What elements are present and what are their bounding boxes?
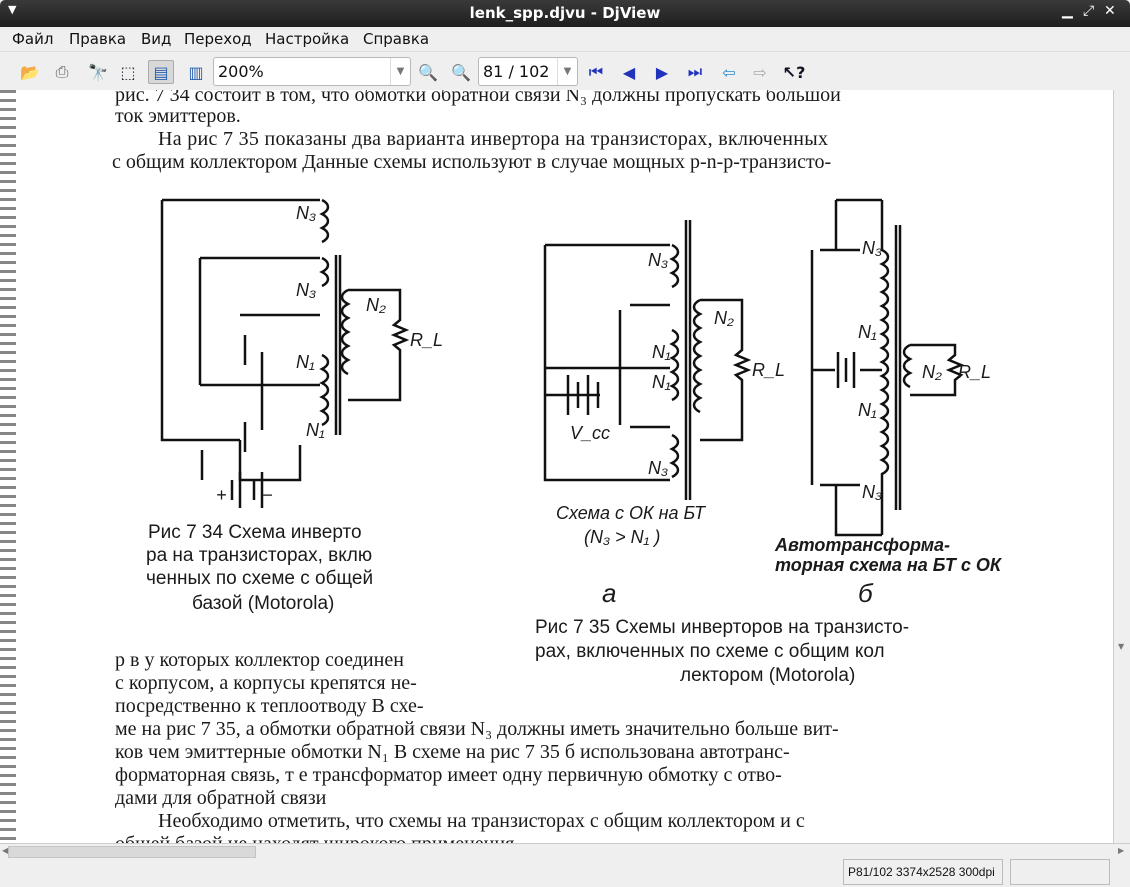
- label-n1: N₁: [306, 420, 325, 440]
- text-line: с корпусом, а корпусы крепятся не-: [115, 672, 417, 694]
- print-icon[interactable]: ⎙: [55, 62, 69, 81]
- page-info: P81/102 3374x2528 300dpi: [843, 859, 1003, 885]
- maximize-icon[interactable]: ⤢: [1083, 3, 1095, 19]
- open-icon[interactable]: 📂: [20, 62, 40, 82]
- scroll-down-icon[interactable]: ▼: [1118, 642, 1125, 651]
- caption-line: рах, включенных по схеме с общим кол: [535, 641, 885, 662]
- page-value: 81 / 102: [483, 62, 550, 81]
- menu-bar: Файл Правка Вид Переход Настройка Справк…: [0, 27, 1130, 52]
- text-line: ток эмиттеров.: [115, 105, 241, 127]
- label-n2: N₂: [366, 295, 386, 315]
- label-n1: N₁: [296, 352, 315, 372]
- menu-go[interactable]: Переход: [184, 30, 252, 48]
- status-bar: P81/102 3374x2528 300dpi: [0, 859, 1130, 887]
- whats-this-icon[interactable]: ↖?: [782, 62, 806, 82]
- text-line: ме на рис 7 35, а обмотки обратной связи…: [115, 718, 839, 740]
- label-rl: R_L: [410, 330, 444, 350]
- chevron-down-icon[interactable]: ▼: [390, 58, 410, 85]
- back-icon[interactable]: ⇦: [722, 62, 736, 82]
- fig-label: (N₃ > N₁ ): [584, 527, 661, 547]
- title-bar: ▼ lenk_spp.djvu - DjView ▁ ⤢ ✕: [0, 0, 1130, 27]
- caption-line: ченных по схеме с общей: [146, 568, 374, 589]
- toolbar: 📂 ⎙ 🔭 ⬚ ▤ ▥ 200% ▼ 🔍 🔍 81 / 102 ▼ ⏮ ◀ ▶ …: [0, 52, 1130, 90]
- scroll-right-icon[interactable]: ▶: [1118, 846, 1125, 855]
- window-menu-icon[interactable]: ▼: [8, 3, 17, 16]
- close-icon[interactable]: ✕: [1104, 3, 1116, 19]
- zoom-value: 200%: [218, 62, 264, 81]
- minimize-icon[interactable]: ▁: [1062, 3, 1073, 19]
- vertical-scrollbar[interactable]: ▼: [1113, 90, 1130, 843]
- zoom-in-icon[interactable]: 🔍: [418, 62, 438, 82]
- page-combo[interactable]: 81 / 102 ▼: [478, 57, 578, 86]
- text-line: форматорная связь, т е трансформатор име…: [115, 764, 782, 786]
- status-empty: [1010, 859, 1110, 885]
- menu-edit[interactable]: Правка: [69, 30, 127, 48]
- label-n3: N₃: [296, 203, 317, 223]
- window-title: lenk_spp.djvu - DjView: [469, 4, 661, 22]
- fig-label: б: [858, 578, 873, 608]
- zoom-out-icon[interactable]: 🔍: [451, 62, 471, 82]
- scroll-left-icon[interactable]: ◀: [2, 846, 9, 855]
- forward-icon[interactable]: ⇨: [753, 62, 767, 82]
- menu-view[interactable]: Вид: [141, 30, 172, 48]
- label-n3: N₃: [648, 250, 669, 270]
- label-rl: R_L: [958, 362, 992, 382]
- horizontal-scroll-thumb[interactable]: [8, 846, 256, 858]
- chevron-down-icon[interactable]: ▼: [557, 58, 577, 85]
- label-rl: R_L: [752, 360, 786, 380]
- label-n3: N₃: [862, 482, 883, 502]
- menu-file[interactable]: Файл: [12, 30, 54, 48]
- label-n3: N₃: [296, 280, 317, 300]
- fig-label: а: [602, 578, 617, 608]
- text-line: с общим коллектором Данные схемы использ…: [112, 151, 832, 173]
- caption-line: ра на транзисторах, вклю: [146, 545, 373, 566]
- horizontal-scrollbar[interactable]: ◀ ▶: [0, 843, 1130, 859]
- label-n3: N₃: [648, 458, 669, 478]
- fig-label: Схема с ОК на БТ: [556, 503, 705, 523]
- text-line: рис. 7 34 состоит в том, что обмотки обр…: [115, 90, 841, 106]
- last-page-icon[interactable]: ⏭: [687, 62, 703, 81]
- scan-edge: [0, 90, 16, 843]
- label-n1: N₁: [652, 342, 671, 362]
- label-vcc: V_cc: [570, 423, 611, 443]
- label-n1: N₁: [858, 400, 877, 420]
- circuit-diagrams: [160, 198, 965, 537]
- label-minus: −: [262, 485, 273, 505]
- fig-7-35a-circuit: [543, 220, 752, 500]
- caption-line: Рис 7 34 Схема инверто: [148, 522, 362, 543]
- text-line: ков чем эмиттерные обмотки N₁ В схеме на…: [115, 741, 790, 763]
- select-icon[interactable]: ⬚: [120, 62, 136, 82]
- caption-line: лектором (Motorola): [680, 665, 856, 686]
- caption-line: базой (Motorola): [192, 593, 335, 614]
- prev-page-icon[interactable]: ◀: [622, 62, 636, 82]
- menu-settings[interactable]: Настройка: [265, 30, 350, 48]
- menu-help[interactable]: Справка: [363, 30, 430, 48]
- next-page-icon[interactable]: ▶: [655, 62, 669, 82]
- text-line: р в у которых коллектор соединен: [115, 649, 404, 671]
- fig-7-34-circuit: [160, 198, 410, 508]
- zoom-combo[interactable]: 200% ▼: [213, 57, 411, 86]
- find-icon[interactable]: 🔭: [88, 62, 108, 82]
- text-line: На рис 7 35 показаны два варианта инверт…: [158, 128, 829, 150]
- label-plus: +: [216, 485, 227, 505]
- fig-label: торная схема на БТ с ОК: [775, 555, 1001, 575]
- caption-line: Рис 7 35 Схемы инверторов на транзисто-: [535, 617, 910, 638]
- first-page-icon[interactable]: ⏮: [588, 62, 604, 81]
- text-line: дами для обратной связи: [115, 787, 327, 809]
- continuous-icon[interactable]: ▤: [148, 60, 174, 84]
- label-n1: N₁: [858, 322, 877, 342]
- text-line: посредственно к теплоотводу В схе-: [115, 695, 424, 717]
- document-view[interactable]: рис. 7 34 состоит в том, что обмотки обр…: [0, 90, 1113, 843]
- text-line: Необходимо отметить, что схемы на транзи…: [158, 810, 805, 832]
- label-n1: N₁: [652, 372, 671, 392]
- label-n2: N₂: [922, 362, 942, 382]
- fig-label: Автотрансформа-: [775, 535, 951, 555]
- text-line: общей базой не находят широкого применен…: [115, 833, 514, 843]
- label-n2: N₂: [714, 308, 734, 328]
- side-by-side-icon[interactable]: ▥: [188, 62, 204, 82]
- fig-7-35b-circuit: [810, 198, 965, 537]
- label-n3: N₃: [862, 238, 883, 258]
